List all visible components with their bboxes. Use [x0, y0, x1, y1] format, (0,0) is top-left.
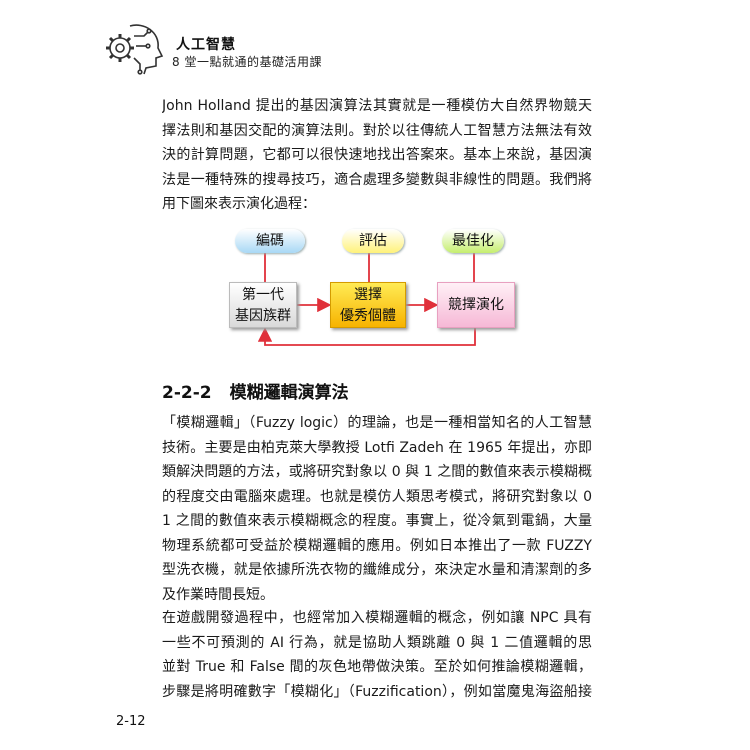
first-generation-box: 第一代 基因族群: [229, 282, 297, 328]
section-title: 模糊邏輯演算法: [229, 383, 349, 403]
evolution-process-diagram: 編碼 評估 最佳化 第一代 基因族群 選擇 優秀個體 競擇演化: [225, 225, 525, 355]
text-line: 及作業時間長短。: [162, 586, 274, 603]
text-line: 一些不可預測的 AI 行為，就是協助人類跳離 0 與 1 二值邏輯的思維，: [162, 634, 592, 651]
book-title: 人工智慧: [176, 37, 236, 53]
gear-head-circuit-icon: [106, 24, 164, 75]
feedback-loop-arrow: [257, 327, 476, 346]
text-line: 類解決問題的方法，或將研究對象以 0 與 1 之間的數值來表示模糊概念: [162, 464, 592, 480]
text-line: 「模糊邏輯」（Fuzzy logic）的理論，也是一種相當知名的人工智慧: [162, 415, 592, 431]
box-line: 優秀個體: [340, 308, 396, 324]
text-line: 1 之間的數值來表示模糊概念的程度。事實上，從冷氣到電鍋，大量的: [162, 513, 592, 529]
box-line: 基因族群: [235, 308, 291, 324]
select-best-box: 選擇 優秀個體: [330, 282, 406, 328]
text-line: 決的計算問題，它都可以很快速地找出答案來。基本上來說，基因演算: [162, 147, 592, 163]
text-line: 技術。主要是由柏克萊大學教授 Lotfi Zadeh 在 1965 年提出，亦即…: [162, 439, 592, 456]
box-line: 第一代: [242, 287, 284, 303]
section-heading: 2-2-2 模糊邏輯演算法: [162, 378, 349, 403]
diagram-connectors: [257, 253, 476, 346]
section-number: 2-2-2: [162, 383, 212, 403]
text-line: John Holland 提出的基因演算法其實就是一種模仿大自然界物競天: [162, 98, 592, 114]
evaluate-label: 評估: [342, 229, 404, 253]
intro-paragraph: John Holland 提出的基因演算法其實就是一種模仿大自然界物競天 擇法則…: [162, 94, 592, 217]
optimize-label: 最佳化: [442, 229, 504, 253]
text-line: 在遊戲開發過程中，也經常加入模糊邏輯的概念，例如讓 NPC 具有: [162, 610, 592, 626]
text-line: 物理系統都可受益於模糊邏輯的應用。例如日本推出了一款 FUZZY 智慧: [162, 537, 592, 554]
page-number: 2-12: [116, 714, 146, 729]
text-line: 擇法則和基因交配的演算法則。對於以往傳統人工智慧方法無法有效解: [162, 122, 592, 139]
competitive-evolution-box: 競擇演化: [437, 282, 515, 328]
game-development-paragraph: 在遊戲開發過程中，也經常加入模糊邏輯的概念，例如讓 NPC 具有 一些不可預測的…: [162, 606, 592, 704]
text-line: 型洗衣機，就是依據所洗衣物的纖維成分，來決定水量和清潔劑的多寡: [162, 562, 592, 578]
text-line: 法是一種特殊的搜尋技巧，適合處理多變數與非線性的問題。我們將利: [162, 171, 592, 188]
text-line: 步驟是將明確數字「模糊化」（Fuzzification），例如當魔鬼海盜船接受: [162, 683, 592, 700]
text-line: 並對 True 和 False 間的灰色地帶做決策。至於如何推論模糊邏輯，首要: [162, 659, 592, 675]
box-line: 選擇: [354, 287, 382, 303]
fuzzy-logic-paragraph: 「模糊邏輯」（Fuzzy logic）的理論，也是一種相當知名的人工智慧 技術。…: [162, 411, 592, 607]
text-line: 用下圖來表示演化過程：: [162, 196, 316, 212]
book-subtitle: 8 堂一點就通的基礎活用課: [172, 55, 322, 69]
text-line: 的程度交由電腦來處理。也就是模仿人類思考模式，將研究對象以 0 與: [162, 488, 592, 505]
encode-label: 編碼: [235, 229, 305, 253]
